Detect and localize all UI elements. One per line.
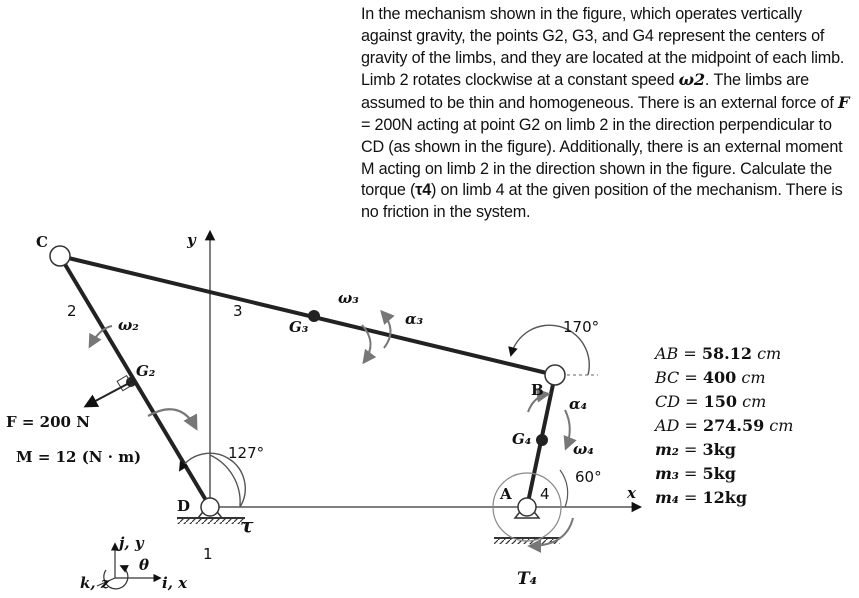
label-a: A xyxy=(499,485,512,503)
force-arrow xyxy=(83,381,132,408)
label-g3: G₃ xyxy=(289,318,309,336)
label-force: F = 200 N xyxy=(6,413,90,431)
label-d: D xyxy=(177,497,190,515)
label-tau: τ xyxy=(240,513,254,537)
t4-arrow xyxy=(527,517,574,553)
problem-statement: In the mechanism shown in the figure, wh… xyxy=(361,4,855,224)
frame-k-z-label: k, z xyxy=(80,574,110,592)
given-cd: CD = 150 cm xyxy=(655,392,767,411)
label-omega4: ω₄ xyxy=(573,440,594,458)
label-omega2: ω₂ xyxy=(118,316,139,334)
label-omega3: ω₃ xyxy=(338,289,359,307)
joint-a xyxy=(517,497,537,517)
joint-c xyxy=(49,245,71,267)
label-ground: 1 xyxy=(203,545,213,563)
label-moment: M = 12 (N · m) xyxy=(16,448,141,466)
frame-theta-label: θ xyxy=(139,556,149,574)
given-m2: m₂ = 3kg xyxy=(655,440,736,459)
label-t4: T₄ xyxy=(517,569,537,589)
omega2-symbol: ω2 xyxy=(678,70,705,90)
joint-b xyxy=(544,364,566,386)
joint-d xyxy=(200,497,220,517)
problem-text-2: . The limbs are assumed to be thin and h… xyxy=(361,71,838,113)
label-angle-127: 127° xyxy=(228,444,264,462)
moment-arrow xyxy=(147,408,198,431)
given-ab: AB = 58.12 cm xyxy=(655,344,782,363)
angle-127-arc xyxy=(178,452,246,508)
axis-x-label: x xyxy=(626,484,637,502)
omega2-arrow xyxy=(88,325,113,349)
label-c: C xyxy=(36,233,48,251)
label-alpha4: α₄ xyxy=(569,395,587,413)
frame-j-y-label: j, y xyxy=(116,534,145,552)
given-bc: BC = 400 cm xyxy=(655,368,766,387)
joint-a-ring xyxy=(492,472,562,542)
g3-point xyxy=(308,310,320,322)
force-symbol: F xyxy=(837,93,850,113)
label-angle-170: 170° xyxy=(563,318,599,336)
omega3-arrow xyxy=(361,324,377,365)
link-3 xyxy=(59,254,556,377)
g4-point xyxy=(536,434,548,446)
label-alpha3: α₃ xyxy=(405,310,424,328)
omega4-arrow xyxy=(563,409,577,451)
axis-y-label: y xyxy=(186,231,197,249)
alpha4-arrow xyxy=(527,388,551,413)
tau4-symbol: τ4 xyxy=(415,181,432,200)
label-b: B xyxy=(531,381,544,399)
label-link-2: 2 xyxy=(67,302,77,320)
given-ad: AD = 274.59 cm xyxy=(655,416,794,435)
label-link-4: 4 xyxy=(540,485,550,503)
given-m3: m₃ = 5kg xyxy=(655,464,736,483)
alpha3-arrow xyxy=(380,309,395,349)
problem-text-3: = 200N acting at point G2 on limb 2 in t… xyxy=(361,115,843,200)
given-values: AB = 58.12 cm BC = 400 cm CD = 150 cm AD… xyxy=(655,342,793,510)
label-g2: G₂ xyxy=(136,362,156,380)
label-angle-60: 60° xyxy=(575,468,602,486)
angle-170-arc xyxy=(508,324,590,376)
tau-arrow xyxy=(209,454,241,507)
label-g4: G₄ xyxy=(512,430,531,448)
reference-frame: j, y i, x k, z θ xyxy=(80,534,188,592)
label-link-3: 3 xyxy=(233,302,243,320)
problem-text-1: In the mechanism shown in the figure, wh… xyxy=(361,5,845,90)
given-m4: m₄ = 12kg xyxy=(655,488,748,507)
frame-i-x-label: i, x xyxy=(162,574,188,592)
angle-60-arc xyxy=(559,469,569,508)
problem-text-4: ) on limb 4 at the given position of the… xyxy=(361,181,843,222)
